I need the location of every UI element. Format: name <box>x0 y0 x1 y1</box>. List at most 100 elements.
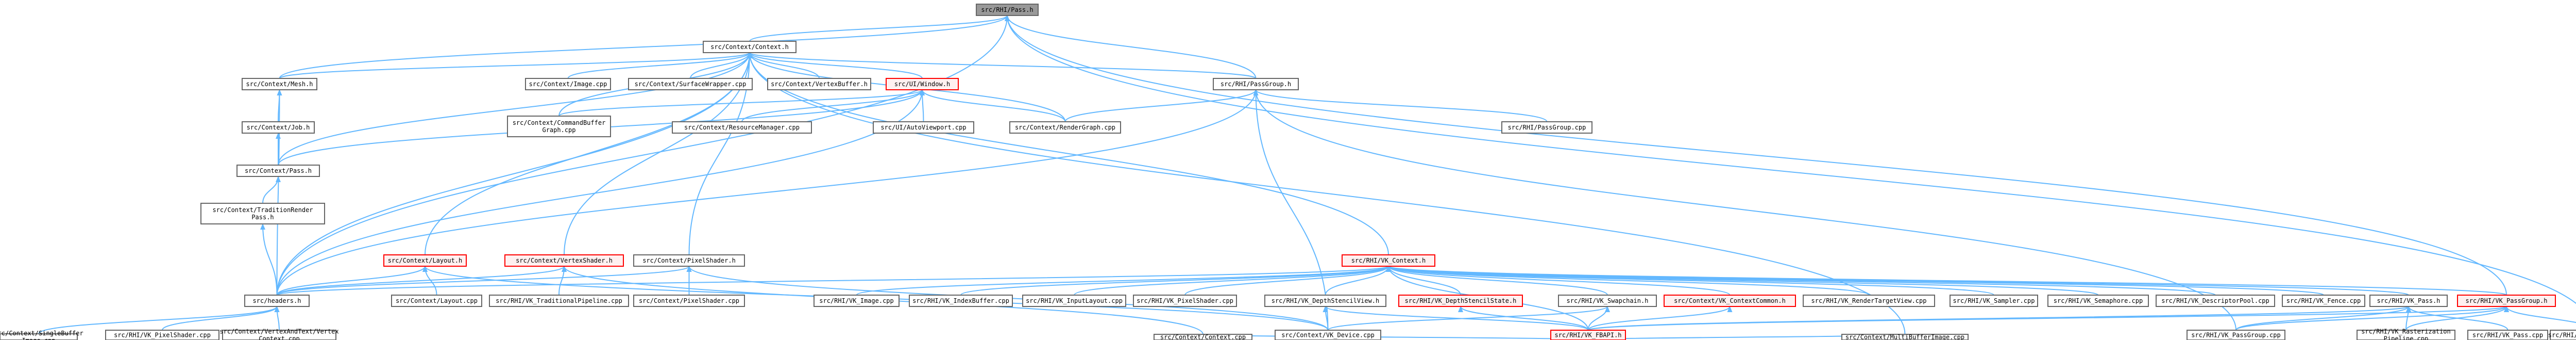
edge-vk_traditionalpipeline_cpp-to-vertexshader_h <box>558 266 567 296</box>
edge-vk_context_h-to-context_h <box>747 52 1389 255</box>
graph-node-vertexandtextcontext-cpp[interactable]: src/Context/VertexAndText/VertexContext.… <box>219 328 339 340</box>
node-box <box>1213 78 1299 90</box>
edge-vk_fbapi_h-to-vk_contextcommon_h <box>1587 306 1733 331</box>
graph-node-vk-sampler-cpp[interactable]: src/RHI/VK_Sampler.cpp <box>1950 295 2038 307</box>
graph-node-vk-swapchain-cpp[interactable]: src/RHI/VK_Swapchain.cpp <box>2548 330 2576 340</box>
graph-node-vk-pass-h[interactable]: src/RHI/Pass.h <box>976 4 1039 16</box>
graph-node-rendergraph-cpp[interactable]: src/Context/RenderGraph.cpp <box>1009 121 1121 134</box>
node-label: src/Context/Image.cpp <box>529 80 607 88</box>
node-label: src/Context/ResourceManager.cpp <box>684 124 800 131</box>
graph-node-context-h[interactable]: src/Context/Context.h <box>703 41 796 53</box>
graph-node-context-pass-h[interactable]: src/Context/Pass.h <box>236 165 320 177</box>
node-box <box>1664 295 1796 307</box>
edge-commandbuffergraph_cpp-to-window_h <box>558 89 925 117</box>
graph-node-headers-h[interactable]: src/headers.h <box>244 295 310 307</box>
node-box <box>2047 295 2149 307</box>
graph-node-vertexbuffer-h[interactable]: src/Context/VertexBuffer.h <box>767 78 871 90</box>
graph-node-vk-pixelshader-cpp[interactable]: src/RHI/VK_PixelShader.cpp <box>1133 295 1237 307</box>
node-box <box>1133 295 1237 307</box>
node-box <box>242 78 317 90</box>
node-label: src/RHI/VK_Pass.h <box>2377 297 2441 304</box>
graph-node-vk-pass-h2[interactable]: src/RHI/VK_Pass.h <box>2369 295 2448 307</box>
graph-node-vk-device-cpp[interactable]: src/Context/VK_Device.cpp <box>1275 330 1381 340</box>
graph-node-pixelshader-cpp[interactable]: src/Context/PixelShader.cpp <box>633 295 745 307</box>
graph-node-pixelshader-h[interactable]: src/Context/PixelShader.h <box>633 254 745 267</box>
graph-node-vk-pixelshader2-cpp[interactable]: src/RHI/VK_PixelShader.cpp <box>105 330 219 340</box>
node-label: src/Context/RenderGraph.cpp <box>1015 124 1115 131</box>
node-label: src/UI/AutoViewport.cpp <box>880 124 966 131</box>
graph-node-layout-cpp[interactable]: src/Context/Layout.cpp <box>391 295 482 307</box>
edge-vk_pixelshader_cpp-to-vk_context_h <box>1184 266 1391 296</box>
graph-node-vk-pass-cpp[interactable]: src/RHI/VK_Pass.cpp <box>2467 330 2548 340</box>
graph-node-vk-image-cpp[interactable]: src/RHI/VK_Image.cpp <box>814 295 900 307</box>
node-label: src/Context/SingleBuffer <box>0 330 83 337</box>
node-box <box>383 254 467 267</box>
edge-vk_passgroup_cpp-to-vk_passgroup_h <box>2235 306 2509 331</box>
graph-node-context-cpp[interactable]: src/Context/Context.cpp <box>1154 334 1252 340</box>
node-box <box>909 295 1013 307</box>
node-label: src/Context/VertexShader.h <box>516 257 613 264</box>
edge-autoviewport_cpp-to-window_h <box>920 89 925 122</box>
graph-node-surfacewrapper-cpp[interactable]: src/Context/SurfaceWrapper.cpp <box>628 78 753 90</box>
graph-node-layout-h[interactable]: src/Context/Layout.h <box>383 254 467 267</box>
edge-headers_h-to-vk_pass_h <box>276 15 1010 296</box>
graph-node-vk-depthstencilstate-h[interactable]: src/RHI/VK_DepthStencilState.h <box>1398 295 1523 307</box>
node-label: src/Context/VK_Device.cpp <box>1281 332 1375 339</box>
graph-node-vk-fence-cpp[interactable]: src/RHI/VK_Fence.cpp <box>2282 295 2365 307</box>
node-box <box>1022 295 1126 307</box>
edge-vertexshader_h-to-context_h <box>564 52 752 255</box>
graph-node-vk-passgroup-h[interactable]: src/RHI/VK_PassGroup.h <box>2457 295 2556 307</box>
graph-node-multibufferimage-cpp[interactable]: src/Context/MultiBufferImage.cpp <box>1841 334 1969 340</box>
graph-node-vk-indexbuffer-cpp[interactable]: src/RHI/VK_IndexBuffer.cpp <box>909 295 1013 307</box>
graph-node-vk-context-h[interactable]: src/RHI/VK_Context.h <box>1342 254 1435 267</box>
edge-vk_indexbuffer_cpp-to-vk_context_h <box>960 266 1391 296</box>
node-box <box>2457 295 2556 307</box>
graph-node-vk-semaphore-cpp[interactable]: src/RHI/VK_Semaphore.cpp <box>2047 295 2149 307</box>
graph-node-job-h[interactable]: src/Context/Job.h <box>242 121 315 134</box>
node-box <box>2156 295 2275 307</box>
graph-node-vk-fbapi-h[interactable]: src/RHI/VK_FBAPI.h <box>1550 330 1626 340</box>
node-box <box>244 295 310 307</box>
graph-node-image-cpp[interactable]: src/Context/Image.cpp <box>525 78 611 90</box>
graph-node-window-h[interactable]: src/UI/Window.h <box>886 78 959 90</box>
node-label: src/UI/Window.h <box>894 80 950 88</box>
node-box <box>672 121 812 134</box>
graph-node-vk-traditionalpipeline-cpp[interactable]: src/RHI/VK_TraditionalPipeline.cpp <box>489 295 629 307</box>
graph-node-vk-descriptorpool-cpp[interactable]: src/RHI/VK_DescriptorPool.cpp <box>2156 295 2275 307</box>
graph-node-vk-inputlayout-cpp[interactable]: src/RHI/VK_InputLayout.cpp <box>1022 295 1126 307</box>
graph-node-passgroup-cpp[interactable]: src/RHI/PassGroup.cpp <box>1501 121 1592 134</box>
edge-vk_device_cpp-to-vk_swapchain_h <box>1327 306 1610 331</box>
node-label: Image.cpp <box>22 337 55 340</box>
nodes-layer: src/RHI/Pass.h src/Context/Context.h src/C… <box>0 4 2576 340</box>
node-box <box>0 333 78 340</box>
graph-node-mesh-h[interactable]: src/Context/Mesh.h <box>242 78 317 90</box>
node-label: src/Context/VK_ContextCommon.h <box>1674 297 1786 304</box>
graph-node-singlebufferimage-cpp[interactable]: src/Context/SingleBufferImage.cpp <box>0 330 83 340</box>
edge-vk_rasterizationpipeline_cpp-to-vk_pass_h2 <box>2405 306 2411 331</box>
edge-headers_h-to-passgroup_h <box>276 89 1259 296</box>
edge-vertexandtextcontext_cpp-to-headers_h <box>274 306 280 331</box>
graph-node-passgroup-h[interactable]: src/RHI/PassGroup.h <box>1213 78 1299 90</box>
edge-passgroup_cpp-to-passgroup_h <box>1253 89 1548 122</box>
graph-node-vk-swapchain-h[interactable]: src/RHI/VK_Swapchain.h <box>1558 295 1657 307</box>
graph-node-autoviewport-cpp[interactable]: src/UI/AutoViewport.cpp <box>873 121 974 134</box>
graph-node-vk-rendertargetview-cpp[interactable]: src/RHI/VK_RenderTargetView.cpp <box>1803 295 1935 307</box>
edge-headers_h-to-pixelshader_h <box>276 266 692 296</box>
node-label: src/Context/Context.cpp <box>1160 334 1246 340</box>
graph-node-vk-depthstencilview-h[interactable]: src/RHI/VK_DepthStencilView.h <box>1264 295 1386 307</box>
graph-node-vertexshader-h[interactable]: src/Context/VertexShader.h <box>504 254 624 267</box>
edge-passgroup_h-to-vk_pass_h <box>1005 15 1257 79</box>
edge-mesh_h-to-vk_pass_h <box>279 15 1010 79</box>
graph-node-resourcemanager-cpp[interactable]: src/Context/ResourceManager.cpp <box>672 121 812 134</box>
node-box <box>242 121 315 134</box>
node-label: src/Context/MultiBufferImage.cpp <box>1845 334 1964 340</box>
node-label: Context.cpp <box>259 335 299 340</box>
edge-traditionrenderpass_h-to-context_pass_h <box>262 176 281 204</box>
graph-node-vk-passgroup-cpp[interactable]: src/RHI/VK_PassGroup.cpp <box>2187 330 2285 340</box>
node-label: src/RHI/VK_DepthStencilView.h <box>1272 297 1380 304</box>
graph-node-vk-contextcommon-h[interactable]: src/Context/VK_ContextCommon.h <box>1664 295 1796 307</box>
